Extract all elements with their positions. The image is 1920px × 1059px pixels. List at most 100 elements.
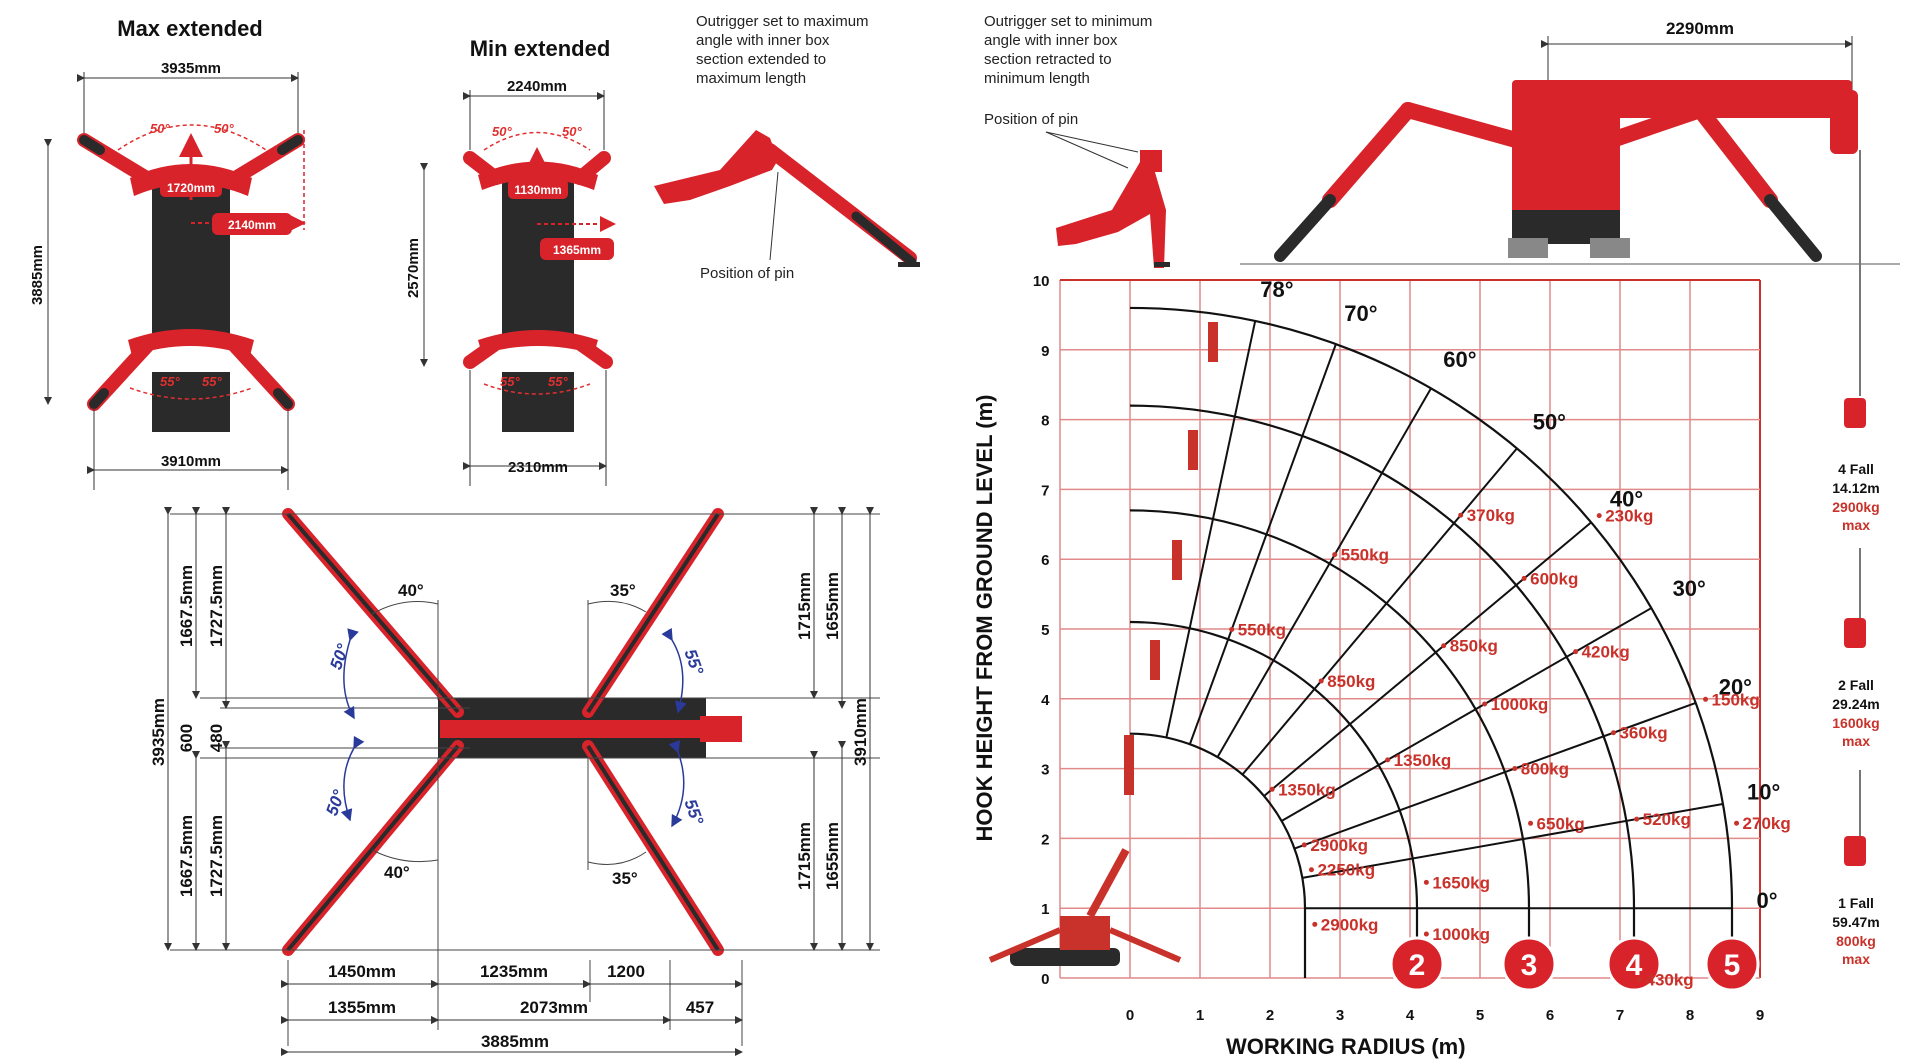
plan-bottom-total: 3885mm [481,1032,549,1051]
angle-ray [1263,521,1592,797]
load-point [1301,842,1307,848]
plan-right-dim-3: 3910mm [851,698,870,766]
plan-right-dim-5: 1655mm [823,822,842,890]
angle-ray [1188,343,1337,745]
plan-left-dim-6: 1667.5mm [177,815,196,897]
plan-angle-1: 40° [398,581,424,600]
load-point [1610,730,1616,736]
load-label: 650kg [1537,814,1585,833]
fall-2-load: 1600kg [1832,715,1879,731]
fall-2-len: 29.24m [1832,696,1879,712]
load-label: 1650kg [1432,873,1490,892]
y-tick-label: 4 [1041,692,1050,709]
y-tick-label: 6 [1041,552,1049,569]
load-point [1596,513,1602,519]
max-body [152,175,230,340]
angle-ray [1294,701,1697,850]
outrigger-min-note-4: minimum length [984,70,1090,87]
angle-ray [1281,607,1652,822]
load-label: 1350kg [1278,780,1336,799]
load-point [1528,820,1534,826]
plan-right-dim-1: 1715mm [795,572,814,640]
fall-3-max: max [1842,951,1870,967]
max-angle-1: 50° [150,121,170,136]
load-point [1512,766,1518,772]
boom-section-number: 4 [1626,949,1643,982]
load-label: 150kg [1712,690,1760,709]
min-extended-diagram: Min extended 2240mm 2570mm 50° 50° 55° 5… [405,36,616,486]
x-tick-label: 5 [1476,1007,1484,1024]
min-width-bottom: 2310mm [508,459,568,476]
angle-label: 40° [1610,487,1643,512]
plan-angle-3: 50° [322,787,349,818]
y-tick-label: 8 [1041,413,1049,430]
load-label: 370kg [1467,506,1515,525]
plan-left-dim-1: 3935mm [149,698,168,766]
load-label: 1350kg [1394,751,1452,770]
load-label: 2900kg [1310,836,1368,855]
max-side-label: 2140mm [228,218,276,232]
fall-3-name: 1 Fall [1838,895,1874,911]
boom-arc [1129,306,1734,978]
boom-section-badge [1501,936,1557,992]
plan-left-dim-7: 1727.5mm [207,815,226,897]
plan-bottom-2b: 2073mm [520,998,588,1017]
plan-left-dim-3: 1727.5mm [207,565,226,647]
min-angle-2: 50° [562,124,582,139]
min-width-top: 2240mm [507,78,567,95]
load-point [1318,678,1324,684]
outrigger-min-note-2: angle with inner box [984,32,1118,49]
plan-right-dim-4: 1715mm [795,822,814,890]
chart-loads: 550kg550kg370kg850kg850kg600kg230kg1350k… [1229,506,1791,990]
angle-label: 60° [1443,347,1476,372]
y-tick-label: 2 [1041,831,1049,848]
plan-bottom-1b: 1235mm [480,962,548,981]
boom-section-number: 2 [1409,949,1426,982]
min-side-label: 1365mm [553,243,601,257]
load-point [1734,820,1740,826]
chart-xlabel: WORKING RADIUS (m) [1226,1034,1466,1059]
boom-section-badge [1704,936,1760,992]
boom-section-badge [1606,936,1662,992]
load-label: 550kg [1238,620,1286,639]
fall-3-len: 59.47m [1832,914,1879,930]
y-tick-label: 0 [1041,971,1049,988]
angle-label: 10° [1747,780,1780,805]
boom-section-badge [1389,936,1445,992]
load-point [1573,649,1579,655]
angle-ray [1241,447,1518,776]
outrigger-max-pin: Position of pin [700,265,794,282]
boom-section-number: 3 [1521,949,1538,982]
boom-arc [1129,732,1307,978]
crane-silhouette [988,848,1182,966]
outrigger-max-note-4: maximum length [696,70,806,87]
x-tick-label: 4 [1406,1007,1415,1024]
y-tick-label: 7 [1041,482,1049,499]
load-label: 270kg [1743,814,1791,833]
fall-1-len: 14.12m [1832,480,1879,496]
load-label: 800kg [1521,760,1569,779]
fall-1-load: 2900kg [1832,499,1879,515]
side-view-dim: 2290mm [1666,19,1734,38]
load-point [1312,921,1318,927]
fall-2-name: 2 Fall [1838,677,1874,693]
max-angle-4: 55° [202,374,222,389]
boom-arc [1129,509,1531,978]
y-tick-label: 10 [1033,273,1050,290]
min-height: 2570mm [405,238,422,298]
y-tick-label: 1 [1041,901,1049,918]
max-angle-3: 55° [160,374,180,389]
fall-2-max: max [1842,733,1870,749]
angle-label: 0° [1757,888,1778,913]
load-label: 850kg [1327,672,1375,691]
load-point [1636,977,1642,983]
angle-ray [1165,320,1257,738]
x-tick-label: 2 [1266,1007,1274,1024]
outrigger-max-note-1: Outrigger set to maximum [696,13,869,30]
max-rear-block [152,372,230,432]
load-point [1634,816,1640,822]
hook-1-fall: 1 Fall 59.47m 800kg max [1832,836,1880,967]
